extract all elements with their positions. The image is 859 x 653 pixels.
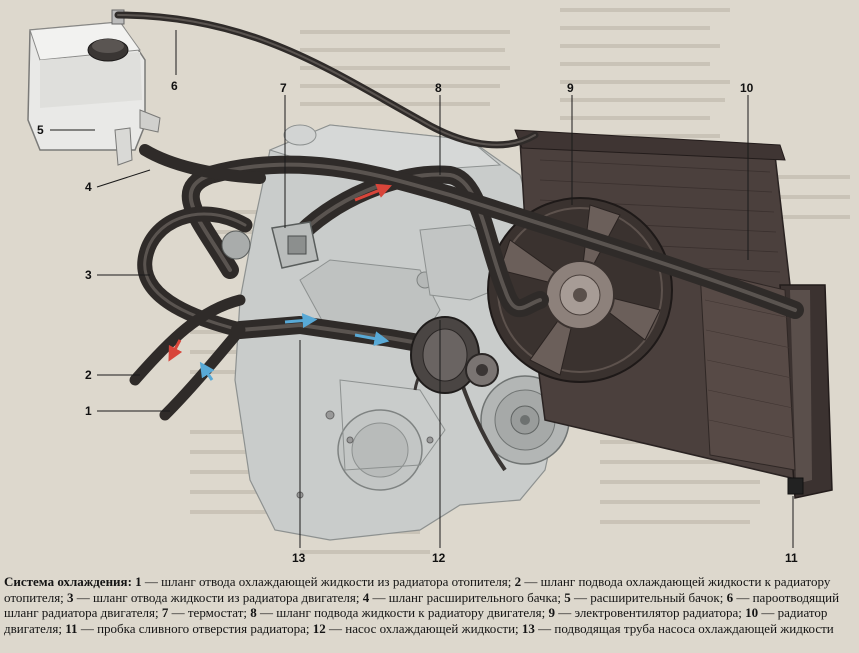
electric-fan [487,197,673,383]
caption-num-10: 10 [745,605,759,620]
caption-num-5: 5 [564,589,571,605]
caption-num-2: 2 [514,574,522,589]
caption-num-7: 7 [161,605,169,620]
callout-6: 6 [171,79,178,93]
callout-5: 5 [37,123,44,137]
caption-item-7: термостат; [187,605,248,620]
callout-8: 8 [435,81,442,95]
figure-caption: Система охлаждения: 1 — шланг отвода охл… [4,574,840,636]
flow-arrows [168,183,392,381]
caption-item-2: шланг подвода охлаждающей жидкости к рад… [4,574,831,605]
callout-10: 10 [740,81,754,95]
caption-item-6: пароотводящий шланг радиатора двигателя; [4,589,840,621]
caption-num-8: 8 [250,605,257,620]
leader-lines [50,30,794,548]
caption-item-5: расширительный бачок; [590,589,724,605]
caption-item-11: пробка сливного отверстия радиатора; [97,620,310,636]
callout-12: 12 [432,551,446,565]
caption-num-11: 11 [65,620,78,636]
caption-num-13: 13 [521,620,535,636]
callout-2: 2 [85,368,92,382]
water-pump [410,316,499,394]
caption-item-4: шланг расширительного бачка; [388,589,562,605]
callout-3: 3 [85,268,92,282]
caption-num-9: 9 [548,605,555,620]
caption-item-10: радиатор двигателя; [4,605,828,636]
callout-13: 13 [292,551,306,565]
callout-11: 11 [785,551,798,565]
callout-1: 1 [85,404,92,418]
caption-item-8: шланг подвода жидкости к радиатору двига… [276,605,546,620]
caption-num-1: 1 [135,574,142,589]
caption-num-12: 12 [312,620,326,636]
caption-title: Система охлаждения: [4,574,132,589]
cooling-system-diagram [27,9,833,548]
caption-item-13: подводящая труба насоса охлаждающей жидк… [554,620,834,636]
callout-9: 9 [567,81,574,95]
caption-item-3: шланг отвода жидкости из радиатора двига… [93,589,360,605]
caption-item-1: шланг отвода охлаждающей жидкости из рад… [161,574,512,589]
caption-item-9: электровентилятор радиатора; [574,605,742,620]
caption-item-12: насос охлаждающей жидкости; [345,620,519,636]
caption-num-4: 4 [362,589,370,605]
caption-num-6: 6 [726,589,734,605]
caption-num-3: 3 [67,589,74,605]
hoses [114,11,804,421]
thermostat [221,221,319,269]
callout-7: 7 [280,81,287,95]
expansion-tank [27,9,161,166]
callout-4: 4 [85,180,92,194]
